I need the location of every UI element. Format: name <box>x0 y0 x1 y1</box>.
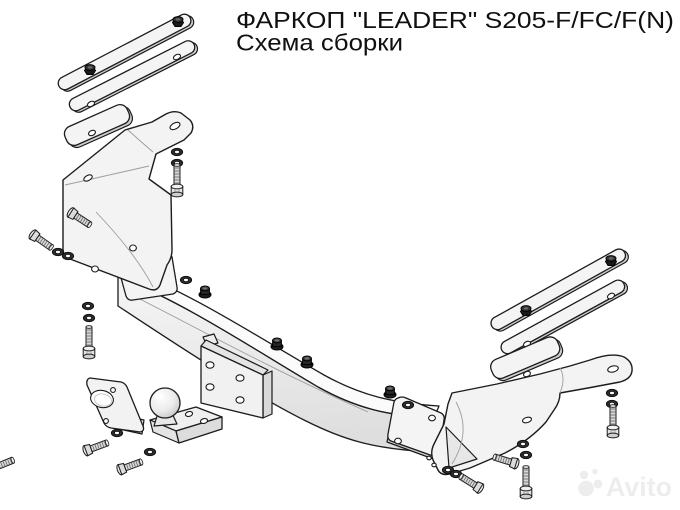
nut-icon <box>198 285 212 299</box>
washer-icon <box>143 447 157 457</box>
short-mounting-plate-left <box>63 103 134 149</box>
bolt-icon <box>27 228 56 254</box>
beam-end-plate-right <box>386 396 445 461</box>
bolt-icon <box>81 436 111 458</box>
avito-logo-icon <box>578 468 603 497</box>
center-channel-plate <box>200 333 273 419</box>
washer-icon <box>170 147 184 157</box>
socket-plate <box>86 377 145 435</box>
long-mounting-strap-left-inner <box>68 40 199 113</box>
washer-icon <box>81 301 95 311</box>
title-line-2: Схема сборки <box>236 30 403 56</box>
bolt-icon <box>491 451 521 471</box>
bolt-icon <box>170 163 184 198</box>
watermark-text: Avito <box>606 472 672 502</box>
washer-icon <box>179 275 193 285</box>
title-line-1: ФАРКОП "LEADER" S205-F/FC/F(N) <box>236 7 674 33</box>
strap-bolt-icon <box>84 64 96 75</box>
strap-bolt-icon <box>172 16 184 27</box>
channel-front-face <box>200 345 264 419</box>
mounting-straps-right <box>490 248 629 382</box>
bolt-icon <box>82 325 96 360</box>
washer-icon <box>516 439 530 449</box>
washer-icon <box>61 251 75 261</box>
washer-icon <box>82 313 96 323</box>
bolt-icon <box>115 455 145 477</box>
bolt-icon <box>606 404 620 439</box>
strap-bolt-icon <box>605 255 617 266</box>
washer-icon <box>51 247 65 257</box>
tow-ball-highlight <box>154 393 164 399</box>
tow-ball <box>149 387 181 419</box>
long-mounting-strap-right-inner <box>500 279 629 356</box>
bolt-icon <box>456 470 486 495</box>
mounting-straps-left <box>57 13 199 149</box>
nut-icon <box>300 355 314 369</box>
crossbeam-highlight-line <box>123 290 369 413</box>
ball-mount-bracket <box>149 387 223 444</box>
bolt-icon <box>0 454 17 476</box>
washer-icon <box>401 400 415 410</box>
washer-icon <box>110 428 124 438</box>
channel-right-flange <box>262 370 273 419</box>
right-bracket-body <box>431 354 633 476</box>
washer-icon <box>519 450 533 460</box>
short-mounting-plate-right <box>490 336 564 382</box>
strap-bolt-icon <box>520 305 532 316</box>
bolt-icon <box>519 465 533 500</box>
drawing-title: ФАРКОП "LEADER" S205-F/FC/F(N) Схема сбо… <box>236 7 674 56</box>
washer-icon <box>605 388 619 398</box>
nut-icon <box>383 385 397 399</box>
nut-icon <box>270 337 284 351</box>
side-bracket-right <box>426 354 633 476</box>
avito-watermark: Avito <box>578 468 672 502</box>
